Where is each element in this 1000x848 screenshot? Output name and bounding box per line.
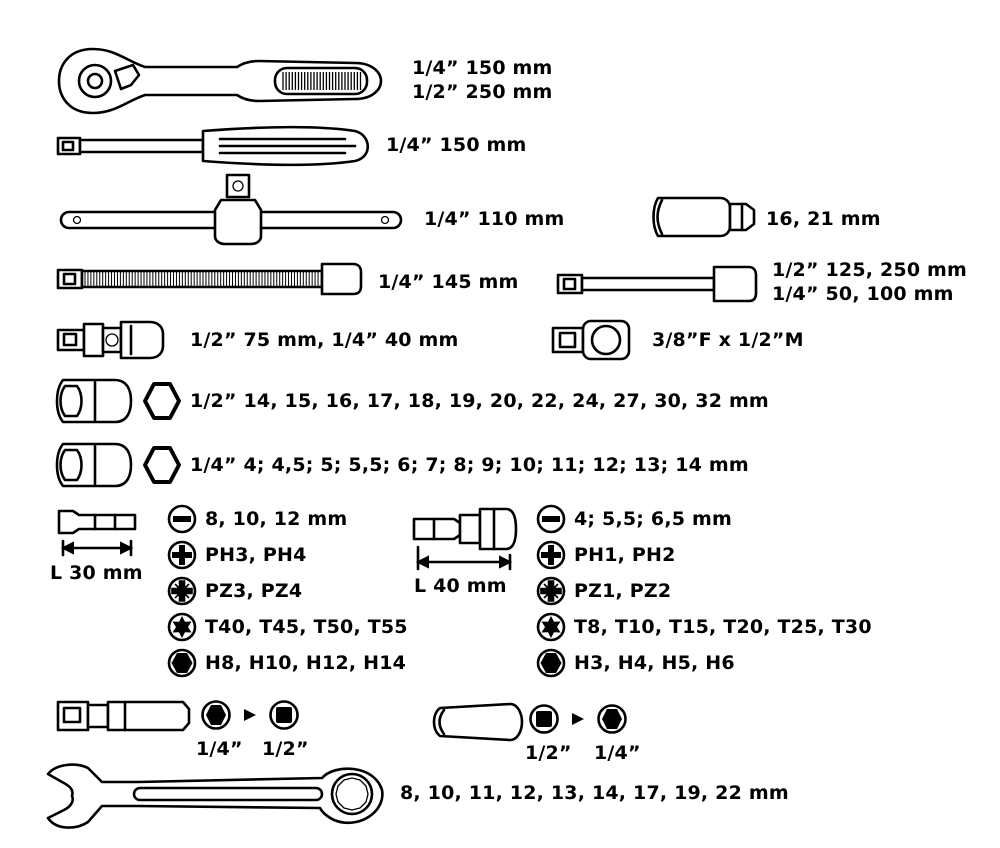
bit-sizes: PH3, PH4 (205, 544, 307, 566)
socket-icon (55, 378, 133, 424)
bit-sizes: H3, H4, H5, H6 (574, 652, 735, 674)
hex-icon (143, 446, 181, 484)
adapter1-from: 1/4” (196, 738, 243, 760)
ratchet-size-2: 1/2” 250 mm (412, 81, 553, 103)
adapter-icon (551, 319, 631, 361)
adapter2-from: 1/2” (525, 742, 572, 764)
bit-40mm-length: L 40 mm (414, 575, 507, 597)
screwdriver-handle-icon (56, 125, 370, 167)
spark-socket-size: 16, 21 mm (766, 208, 881, 230)
bit-sizes: 4; 5,5; 6,5 mm (574, 508, 732, 530)
adapter1-to: 1/2” (262, 738, 309, 760)
combination-wrench-icon (46, 763, 384, 829)
extension-size-2: 1/4” 50, 100 mm (772, 283, 954, 305)
adapter-size: 3/8”F x 1/2”M (652, 329, 804, 351)
bit-sizes: PZ1, PZ2 (574, 580, 672, 602)
torx-icon (167, 612, 197, 646)
hex-icon (536, 648, 566, 682)
bit-adapter-icon (56, 700, 191, 732)
phillips-icon (167, 540, 197, 574)
ratchet-icon (57, 47, 383, 115)
bit-sizes: PH1, PH2 (574, 544, 676, 566)
universal-joint-icon (56, 320, 165, 360)
slotted-icon (167, 504, 197, 538)
bit-holder-adapter-icon (432, 702, 524, 742)
torx-icon (536, 612, 566, 646)
extension-size-1: 1/2” 125, 250 mm (772, 259, 968, 281)
slotted-icon (536, 504, 566, 538)
ratchet-size-1: 1/4” 150 mm (412, 57, 553, 79)
bit-sizes: T8, T10, T15, T20, T25, T30 (574, 616, 872, 638)
bit-sizes: PZ3, PZ4 (205, 580, 303, 602)
bit-30mm-icon (57, 509, 137, 557)
phillips-icon (536, 540, 566, 574)
adapter2-to: 1/4” (594, 742, 641, 764)
extension-bar-icon (556, 265, 758, 303)
flex-extension-size: 1/4” 145 mm (378, 271, 519, 293)
socket-icon (55, 442, 133, 488)
pozidriv-icon (536, 576, 566, 610)
handle-size: 1/4” 150 mm (386, 134, 527, 156)
flexible-extension-icon (56, 262, 363, 296)
hex-to-square-icon (200, 699, 300, 735)
universal-joint-size: 1/2” 75 mm, 1/4” 40 mm (190, 329, 459, 351)
hex-icon (167, 648, 197, 682)
bit-30mm-length: L 30 mm (50, 562, 143, 584)
square-to-hex-icon (528, 703, 628, 739)
bit-sizes: T40, T45, T50, T55 (205, 616, 408, 638)
bit-40mm-icon (412, 507, 518, 571)
spark-plug-socket-icon (652, 196, 756, 238)
wrench-sizes: 8, 10, 11, 12, 13, 14, 17, 19, 22 mm (400, 782, 789, 804)
hex-icon (143, 382, 181, 420)
t-bar-size: 1/4” 110 mm (424, 208, 565, 230)
bit-sizes: 8, 10, 12 mm (205, 508, 348, 530)
sockets-quarter-sizes: 1/4” 4; 4,5; 5; 5,5; 6; 7; 8; 9; 10; 11;… (190, 454, 749, 476)
t-bar-icon (59, 173, 403, 246)
bit-sizes: H8, H10, H12, H14 (205, 652, 407, 674)
sockets-half-sizes: 1/2” 14, 15, 16, 17, 18, 19, 20, 22, 24,… (190, 390, 769, 412)
pozidriv-icon (167, 576, 197, 610)
